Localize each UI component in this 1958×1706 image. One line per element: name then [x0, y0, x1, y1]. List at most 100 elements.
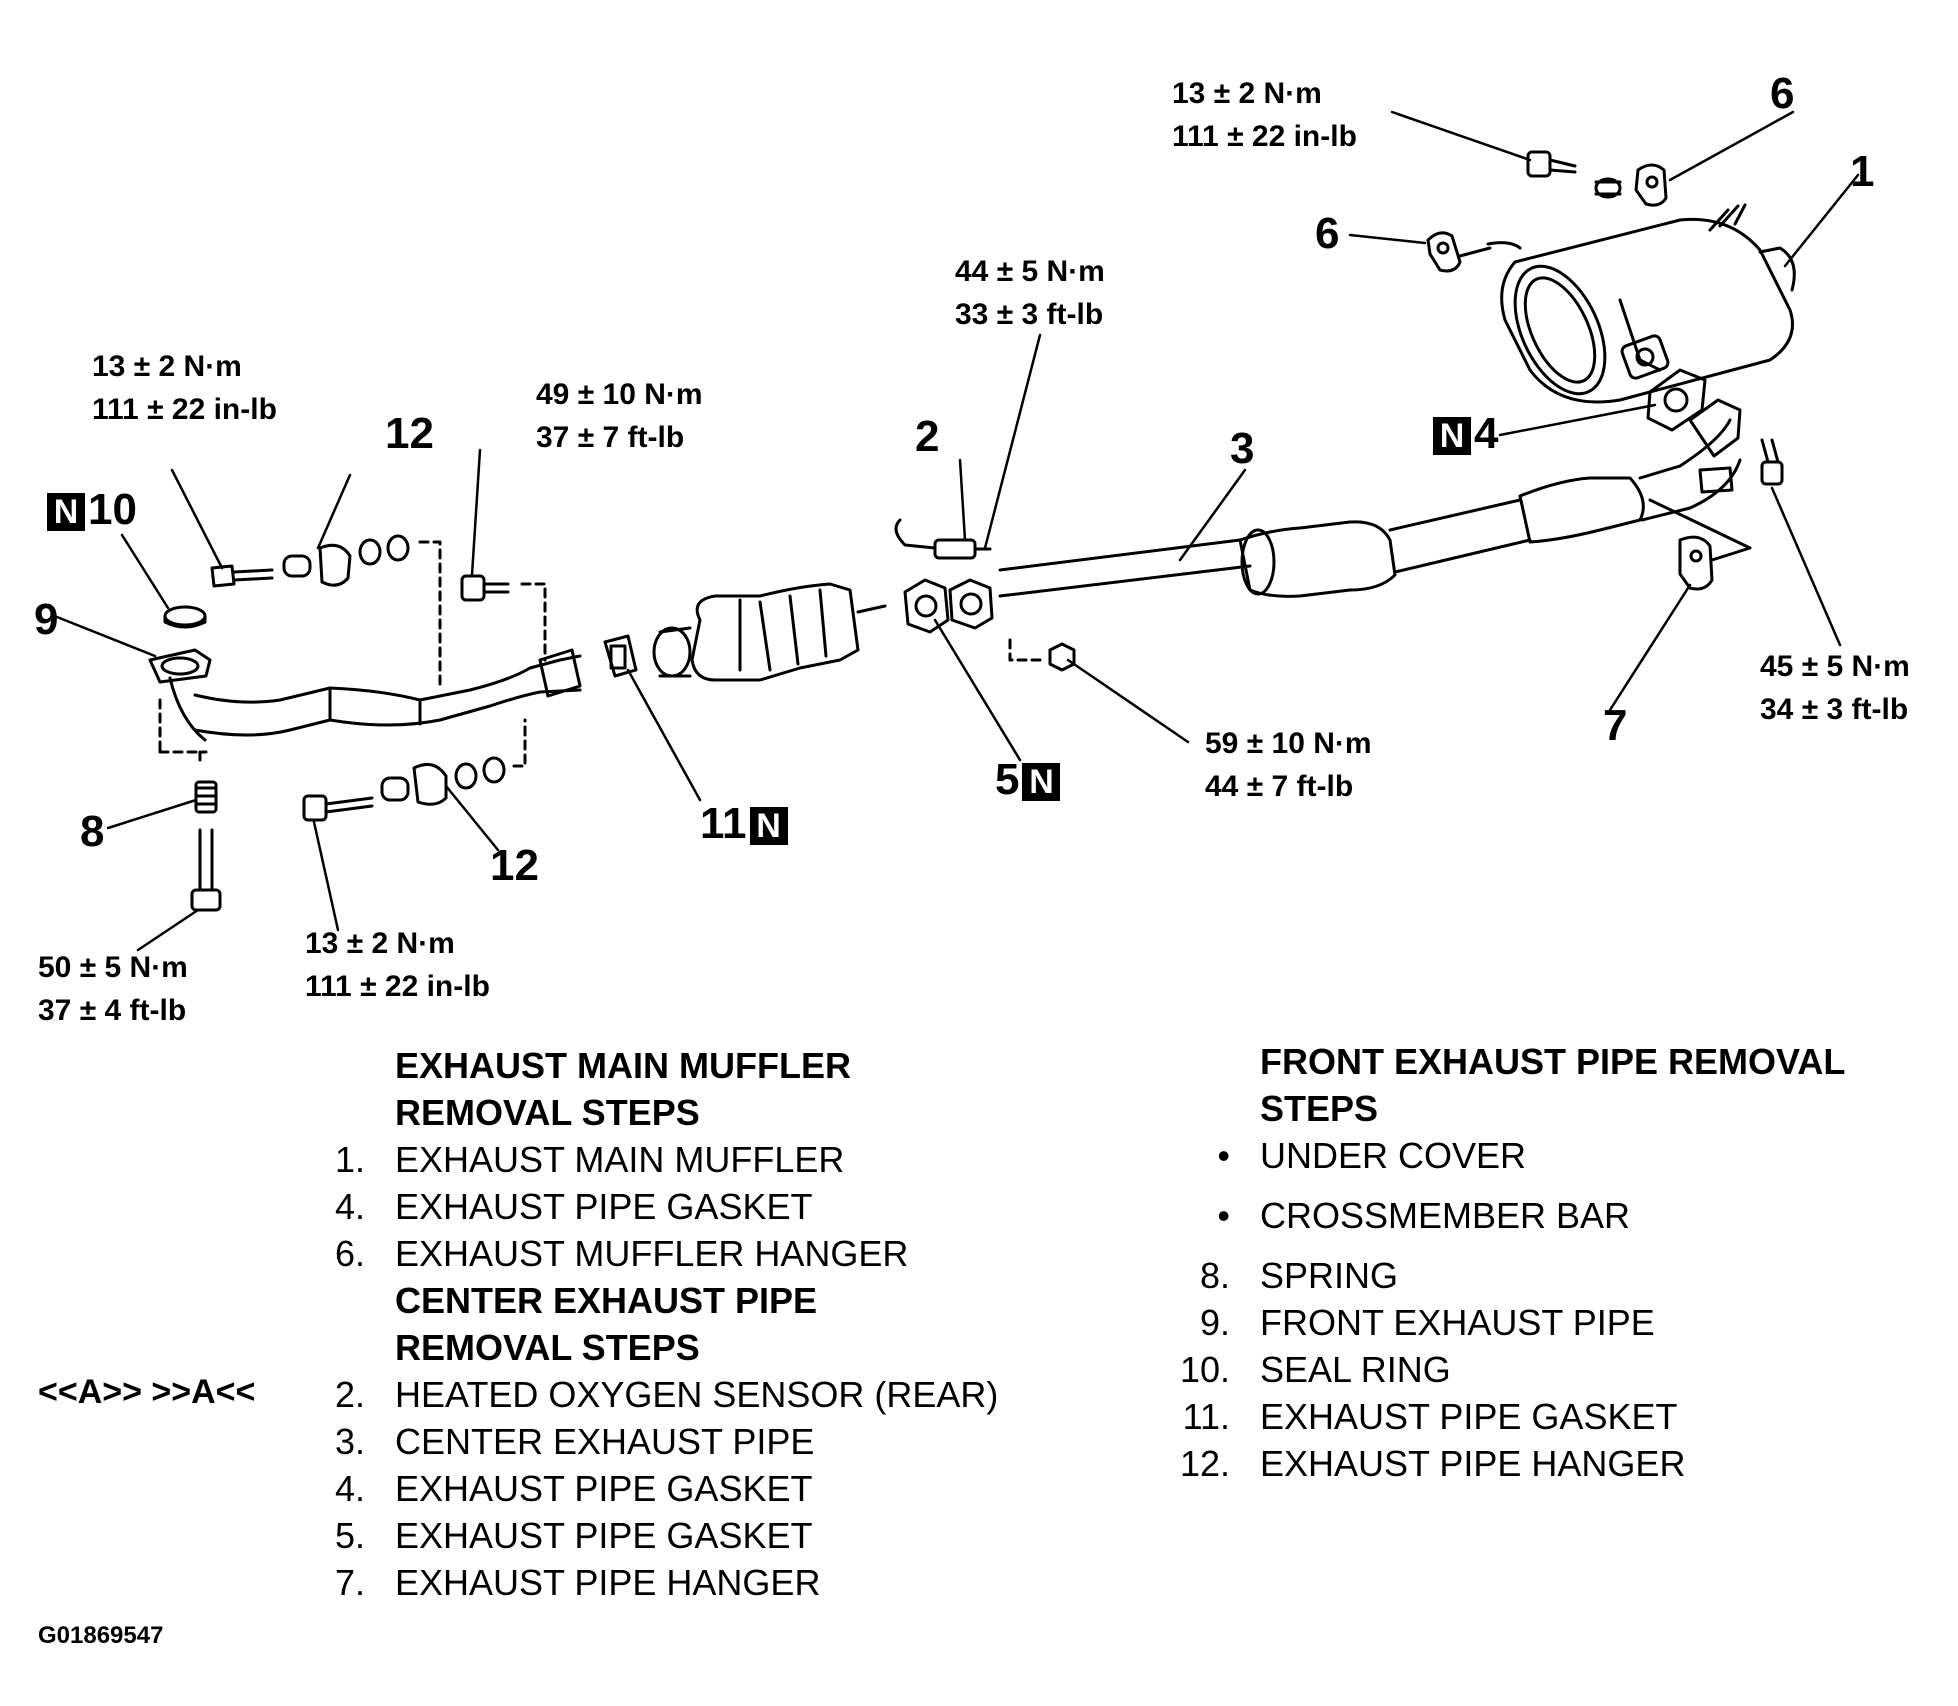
step-text: EXHAUST PIPE GASKET — [395, 1515, 813, 1556]
front-pipe-drawing — [148, 648, 582, 742]
step-number: 7. — [334, 1562, 365, 1603]
list-item: 3. CENTER EXHAUST PIPE — [320, 1418, 1080, 1465]
torque-label-spring-bolt: 50 ± 5 N·m 37 ± 4 ft-lb — [38, 946, 188, 1032]
callout-8: 8 — [80, 807, 105, 856]
torque-metric: 45 ± 5 N·m — [1760, 650, 1910, 683]
step-text: UNDER COVER — [1260, 1135, 1527, 1176]
step-number: 8. — [1199, 1255, 1230, 1296]
list-item: 7. EXHAUST PIPE HANGER — [320, 1559, 1080, 1606]
torque-metric: 44 ± 5 N·m — [955, 255, 1105, 288]
list-item: •CROSSMEMBER BAR — [1165, 1192, 1925, 1252]
step-text: SEAL RING — [1260, 1349, 1451, 1390]
callout-1: 1 — [1850, 147, 1875, 196]
list-item: 5. EXHAUST PIPE GASKET — [320, 1512, 1080, 1559]
callout-number: 10 — [88, 485, 137, 534]
list-item: 2.HEATED OXYGEN SENSOR (REAR) — [320, 1371, 1080, 1418]
torque-imperial: 37 ± 4 ft-lb — [38, 994, 187, 1027]
step-text: SPRING — [1260, 1255, 1399, 1296]
torque-metric: 13 ± 2 N·m — [1172, 77, 1322, 110]
torque-metric: 59 ± 10 N·m — [1205, 727, 1372, 760]
torque-imperial: 111 ± 22 in-lb — [1172, 120, 1357, 153]
gasket-11-drawing — [603, 634, 638, 678]
new-part-mark: N — [1022, 763, 1061, 802]
list-item: 1. EXHAUST MAIN MUFFLER — [320, 1136, 1080, 1183]
callout-3: 3 — [1230, 424, 1255, 473]
step-text: FRONT EXHAUST PIPE — [1260, 1302, 1655, 1343]
o2-sensor-drawing — [894, 518, 992, 560]
step-text: CROSSMEMBER BAR — [1260, 1195, 1631, 1236]
torque-label-hanger-top: 13 ± 2 N·m 111 ± 22 in-lb — [92, 345, 277, 431]
muffler-removal-procedure: EXHAUST MAIN MUFFLER REMOVAL STEPS 1. EXH… — [320, 1042, 1080, 1277]
torque-metric: 13 ± 2 N·m — [305, 927, 455, 960]
torque-imperial: 111 ± 22 in-lb — [305, 970, 490, 1003]
step-number: 6. — [334, 1233, 365, 1274]
callout-number: 11 — [700, 799, 747, 848]
step-text: EXHAUST PIPE HANGER — [1260, 1443, 1686, 1484]
step-number: 9. — [1199, 1302, 1230, 1343]
torque-label-center-nut: 59 ± 10 N·m 44 ± 7 ft-lb — [1205, 722, 1372, 808]
seal-ring-drawing — [163, 605, 207, 629]
catalytic-converter-drawing — [652, 582, 887, 682]
list-item: 9. FRONT EXHAUST PIPE — [1165, 1299, 1925, 1346]
new-part-mark: N — [1433, 417, 1471, 456]
list-item: 12.EXHAUST PIPE HANGER — [1165, 1440, 1925, 1487]
front-flange-bolt-drawing — [460, 574, 547, 662]
callout-12-top: 12 — [385, 409, 434, 458]
procedure-title: FRONT EXHAUST PIPE REMOVAL — [1260, 1041, 1846, 1082]
list-item: 10. SEAL RING — [1165, 1346, 1925, 1393]
torque-imperial: 34 ± 3 ft-lb — [1760, 693, 1909, 726]
step-number: 11. — [1182, 1396, 1230, 1437]
torque-label-muffler-bolt: 13 ± 2 N·m 111 ± 22 in-lb — [1172, 72, 1357, 158]
list-item: 8. SPRING — [1165, 1252, 1925, 1299]
callout-6-top: 6 — [1770, 69, 1795, 118]
list-item: 6.EXHAUST MUFFLER HANGER — [320, 1230, 1080, 1277]
torque-label-right-bolt: 45 ± 5 N·m 34 ± 3 ft-lb — [1760, 645, 1910, 731]
callout-9: 9 — [34, 595, 59, 644]
procedure-title: CENTER EXHAUST PIPE — [395, 1280, 818, 1321]
step-text: EXHAUST PIPE GASKET — [395, 1186, 813, 1227]
step-text: EXHAUST MAIN MUFFLER — [395, 1139, 845, 1180]
callout-number: 4 — [1474, 409, 1499, 458]
callout-12-bottom: 12 — [490, 841, 539, 890]
step-number: 10. — [1179, 1349, 1230, 1390]
step-text: EXHAUST PIPE GASKET — [395, 1468, 813, 1509]
callout-number: 5 — [995, 755, 1020, 804]
leader-lines — [50, 110, 1860, 952]
list-item: 11. EXHAUST PIPE GASKET — [1165, 1393, 1925, 1440]
procedure-title: REMOVAL STEPS — [395, 1092, 700, 1133]
hanger-12-top-drawing — [210, 534, 442, 692]
step-number: 5. — [334, 1515, 365, 1556]
step-number: 3. — [334, 1421, 365, 1462]
list-item: 4. EXHAUST PIPE GASKET — [320, 1183, 1080, 1230]
step-number: 4. — [334, 1186, 365, 1227]
step-number: 1. — [334, 1139, 365, 1180]
torque-label-hanger-bottom: 13 ± 2 N·m 111 ± 22 in-lb — [305, 922, 490, 1008]
center-nut-drawing — [1008, 638, 1076, 672]
bullet: • — [1217, 1135, 1230, 1176]
main-muffler-drawing — [1500, 203, 1796, 404]
torque-imperial: 33 ± 3 ft-lb — [955, 298, 1104, 331]
step-text: EXHAUST PIPE HANGER — [395, 1562, 821, 1603]
hanger-12-bottom-drawing — [302, 718, 527, 822]
muffler-bolt-drawing — [1526, 150, 1577, 178]
center-pipe-drawing — [998, 398, 1742, 598]
torque-metric: 13 ± 2 N·m — [92, 350, 242, 383]
hanger-7-drawing — [1648, 498, 1752, 591]
procedure-title: REMOVAL STEPS — [395, 1327, 700, 1368]
step-text: EXHAUST PIPE GASKET — [1260, 1396, 1678, 1437]
torque-metric: 49 ± 10 N·m — [536, 378, 703, 411]
torque-label-o2-sensor: 44 ± 5 N·m 33 ± 3 ft-lb — [955, 250, 1105, 336]
torque-imperial: 37 ± 7 ft-lb — [536, 421, 685, 454]
gasket-5-drawing — [903, 578, 994, 634]
exhaust-system-diagram — [50, 110, 1860, 952]
front-pipe-removal-procedure: FRONT EXHAUST PIPE REMOVAL STEPS • UNDER … — [1165, 1038, 1925, 1487]
procedure-title: STEPS — [1260, 1088, 1379, 1129]
figure-id: G01869547 — [38, 1622, 164, 1649]
list-item: • UNDER COVER — [1165, 1132, 1925, 1192]
step-text: CENTER EXHAUST PIPE — [395, 1421, 815, 1462]
service-reference-marks: <<A>> >>A<< — [38, 1373, 256, 1411]
